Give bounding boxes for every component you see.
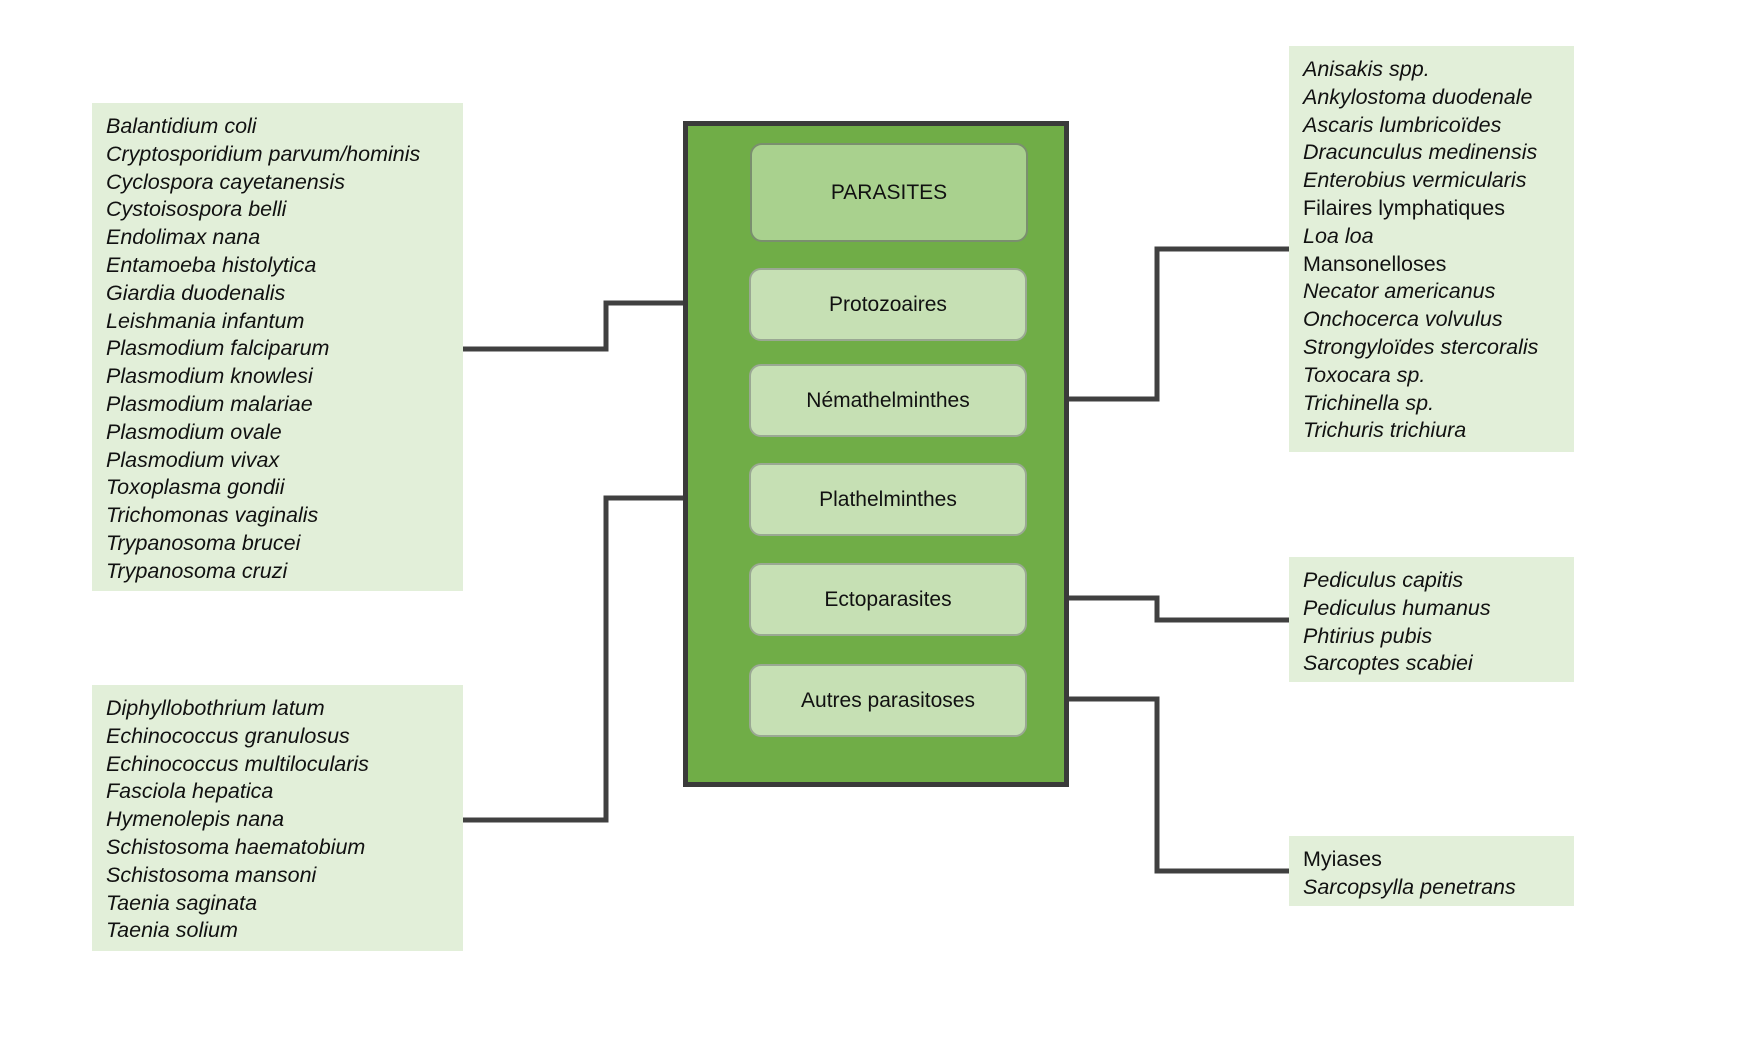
species-item: Schistosoma mansoni [106, 862, 317, 887]
species-item: Plasmodium knowlesi [106, 364, 313, 389]
species-item: Myiases [1303, 847, 1382, 871]
category-label-nemathelminthes: Némathelminthes [806, 388, 970, 412]
species-item: Anisakis spp. [1303, 57, 1430, 81]
root-node-label: PARASITES [830, 180, 948, 204]
species-item: Trichomonas vaginalis [106, 503, 319, 528]
species-item: Diphyllobothrium latum [106, 696, 325, 720]
species-item: Mansonelloses [1303, 251, 1447, 276]
species-item: Plasmodium vivax [106, 447, 280, 472]
species-item: Endolimax nana [106, 225, 261, 250]
species-item: Strongyloïdes stercoralis [1303, 334, 1539, 359]
species-item: Entamoeba histolytica [106, 252, 317, 277]
category-node-ectoparasites: Ectoparasites [749, 563, 1027, 636]
species-item: Fasciola hepatica [106, 779, 274, 804]
species-item: Filaires lymphatiques [1303, 195, 1505, 220]
species-item: Dracunculus medinensis [1303, 140, 1538, 165]
category-node-protozoaires: Protozoaires [749, 268, 1027, 341]
species-item: Necator americanus [1303, 279, 1496, 304]
species-item: Taenia solium [106, 918, 238, 943]
species-item: Pediculus humanus [1303, 595, 1491, 620]
species-item: Cyclospora cayetanensis [106, 169, 346, 194]
category-node-autres: Autres parasitoses [749, 664, 1027, 737]
species-item: Leishmania infantum [106, 308, 305, 333]
category-label-ectoparasites: Ectoparasites [824, 587, 952, 611]
species-item: Enterobius vermicularis [1303, 168, 1527, 193]
category-label-plathelminthes: Plathelminthes [819, 487, 957, 511]
category-label-autres: Autres parasitoses [801, 688, 975, 712]
species-item: Echinococcus granulosus [106, 723, 350, 748]
species-item: Sarcopsylla penetrans [1303, 874, 1516, 899]
species-item: Toxoplasma gondii [106, 475, 285, 500]
species-item: Giardia duodenalis [106, 280, 286, 305]
species-item: Plasmodium ovale [106, 419, 282, 444]
category-node-plathelminthes: Plathelminthes [749, 463, 1027, 536]
species-item: Taenia saginata [106, 890, 258, 915]
species-item: Toxocara sp. [1303, 362, 1426, 387]
species-item: Schistosoma haematobium [106, 834, 366, 859]
species-item: Ankylostoma duodenale [1303, 84, 1533, 109]
species-item: Hymenolepis nana [106, 807, 285, 832]
species-item: Echinococcus multilocularis [106, 751, 369, 776]
species-item: Phtirius pubis [1303, 623, 1433, 648]
species-item: Pediculus capitis [1303, 568, 1464, 592]
species-item: Plasmodium falciparum [106, 336, 330, 361]
species-item: Cryptosporidium parvum/hominis [106, 141, 421, 166]
species-item: Plasmodium malariae [106, 391, 313, 416]
species-item: Sarcoptes scabiei [1303, 651, 1473, 676]
species-item: Trichuris trichiura [1303, 418, 1467, 443]
species-item: Ascaris lumbricoïdes [1303, 112, 1502, 137]
species-item: Onchocerca volvulus [1303, 307, 1503, 332]
category-node-nemathelminthes: Némathelminthes [749, 364, 1027, 437]
species-item: Cystoisospora belli [106, 197, 287, 222]
category-label-protozoaires: Protozoaires [829, 292, 947, 316]
species-item: Trypanosoma cruzi [106, 558, 288, 583]
species-item: Balantidium coli [106, 114, 257, 138]
species-item: Loa loa [1303, 223, 1374, 248]
root-node-parasites: PARASITES [750, 143, 1028, 242]
species-item: Trichinella sp. [1303, 390, 1435, 415]
species-item: Trypanosoma brucei [106, 530, 301, 555]
